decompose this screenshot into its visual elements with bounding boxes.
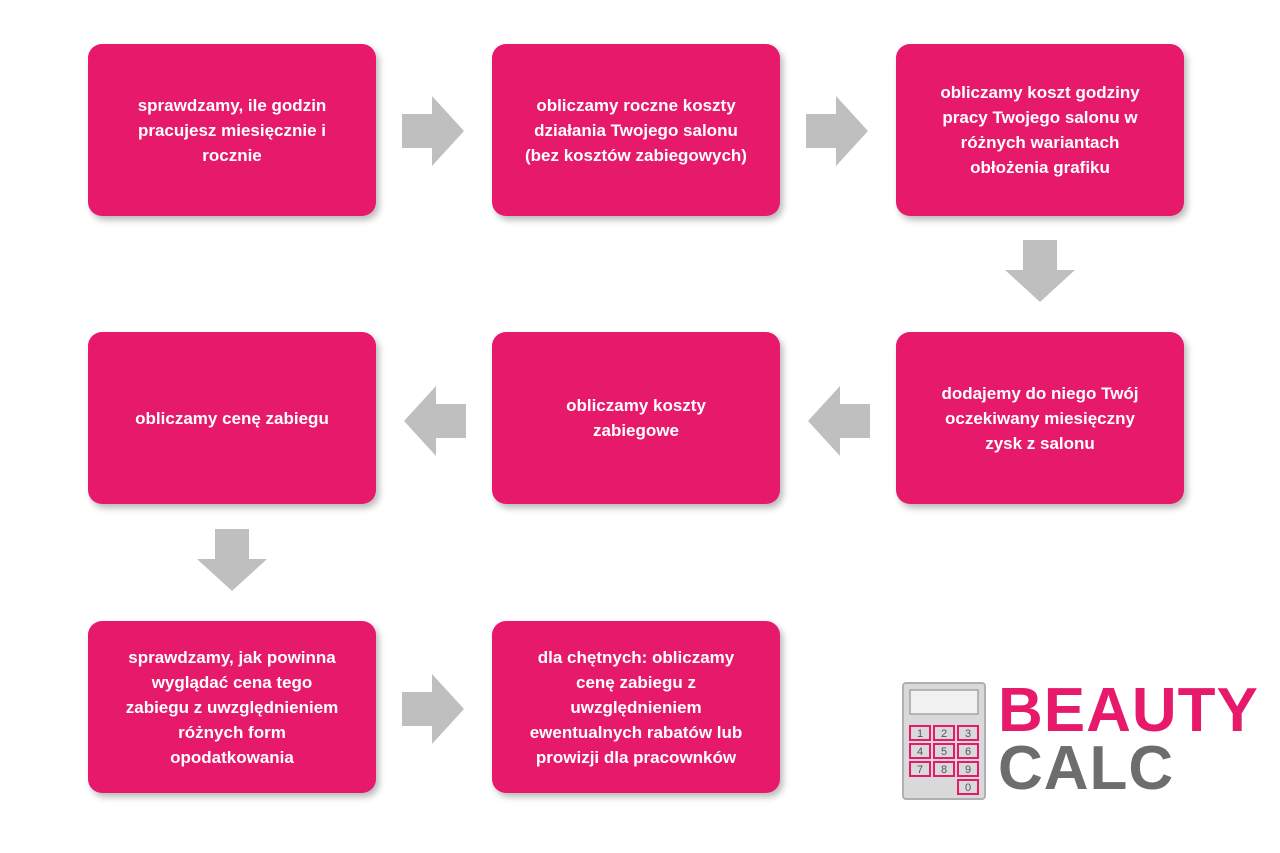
step-text-2: obliczamy roczne koszty działania Twojeg…: [525, 95, 747, 165]
calc-key-3: 3: [965, 728, 971, 740]
step-text-6: obliczamy cenę zabiegu: [135, 408, 329, 428]
calc-key-6: 6: [965, 746, 971, 758]
arrow-down-icon: [1005, 240, 1075, 302]
step-box-3: obliczamy koszt godziny pracy Twojego sa…: [896, 44, 1184, 216]
step-box-2: obliczamy roczne koszty działania Twojeg…: [492, 44, 780, 216]
step-box-7: sprawdzamy, jak powinna wyglądać cena te…: [88, 621, 376, 793]
logo-word-beauty: BEAUTY: [998, 676, 1259, 745]
step-box-6: obliczamy cenę zabiegu: [88, 332, 376, 504]
calc-key-1: 1: [917, 728, 923, 740]
arrow-left-icon: [808, 386, 870, 456]
calc-key-5: 5: [941, 746, 947, 758]
step-text-1: sprawdzamy, ile godzin pracujesz miesięc…: [137, 95, 327, 165]
step-box-5: obliczamy koszty zabiegowe: [492, 332, 780, 504]
step-text-7: sprawdzamy, jak powinna wyglądać cena te…: [125, 647, 339, 767]
arrow-left-icon: [404, 386, 466, 456]
calc-key-2: 2: [941, 728, 947, 740]
step-box-1: sprawdzamy, ile godzin pracujesz miesięc…: [88, 44, 376, 216]
step-text-4: dodajemy do niego Twój oczekiwany miesię…: [941, 383, 1139, 453]
calc-key-9: 9: [965, 764, 971, 776]
step-text-8: dla chętnych: obliczamy cenę zabiegu z u…: [529, 647, 743, 767]
arrow-right-icon: [402, 96, 464, 166]
step-text-3: obliczamy koszt godziny pracy Twojego sa…: [940, 83, 1140, 177]
step-text-5: obliczamy koszty zabiegowe: [566, 396, 706, 440]
arrow-down-icon: [197, 529, 267, 591]
beauty-calc-logo: 1 2 3 4 5 6 7 8 9 0 BEAUTY CALC: [902, 680, 1258, 803]
step-box-8: dla chętnych: obliczamy cenę zabiegu z u…: [492, 621, 780, 793]
calc-key-7: 7: [917, 764, 923, 776]
step-box-4: dodajemy do niego Twój oczekiwany miesię…: [896, 332, 1184, 504]
arrow-right-icon: [402, 674, 464, 744]
calc-key-0: 0: [965, 782, 971, 794]
arrow-right-icon: [806, 96, 868, 166]
calc-key-4: 4: [917, 746, 923, 758]
calc-key-8: 8: [941, 764, 947, 776]
calculator-icon: 1 2 3 4 5 6 7 8 9 0: [902, 682, 986, 800]
logo-word-calc: CALC: [998, 734, 1175, 803]
